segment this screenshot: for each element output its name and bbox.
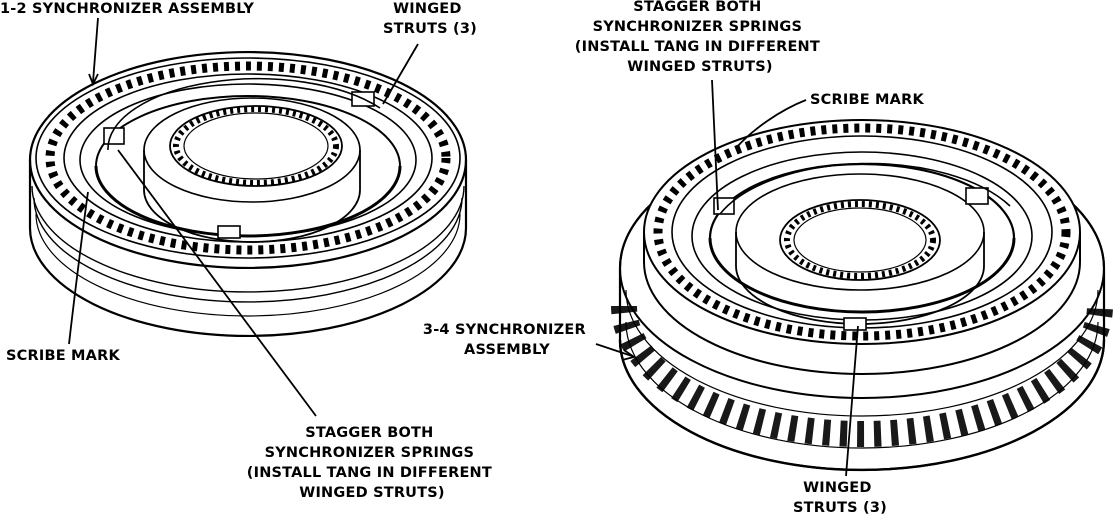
right-spring: [719, 162, 1011, 215]
right-winged-struts: [713, 187, 989, 331]
leader-right-scribe: [735, 99, 807, 149]
label-left-scribe-mark: SCRIBE MARK: [6, 348, 120, 364]
label-34-synchronizer-assembly: 3-4 SYNCHRONIZER ASSEMBLY: [423, 322, 591, 358]
label-right-winged-struts: WINGED STRUTS (3): [793, 480, 887, 516]
label-right-stagger-note: STAGGER BOTH SYNCHRONIZER SPRINGS (INSTA…: [575, 0, 825, 75]
leader-right-struts: [845, 325, 859, 477]
arrow-left-title: [88, 73, 99, 87]
left-spring: [107, 77, 381, 151]
left-hub: [79, 83, 417, 243]
leader-lines: [68, 17, 859, 477]
label-left-stagger-note: STAGGER BOTH SYNCHRONIZER SPRINGS (INSTA…: [247, 425, 497, 501]
arrow-right-title: [621, 349, 637, 361]
left-synchronizer-illustration: [28, 50, 468, 338]
label-right-scribe-mark: SCRIBE MARK: [810, 92, 924, 108]
leader-left-stagger: [117, 149, 317, 417]
labels: 1-2 SYNCHRONIZER ASSEMBLY WINGED STRUTS …: [0, 0, 924, 516]
label-12-synchronizer-assembly: 1-2 SYNCHRONIZER ASSEMBLY: [0, 1, 254, 17]
right-synchronizer-illustration: [611, 119, 1113, 472]
leader-left-struts: [382, 43, 419, 105]
left-sleeve: [28, 50, 468, 338]
label-left-winged-struts: WINGED STRUTS (3): [383, 1, 477, 37]
leader-right-stagger: [711, 79, 719, 211]
leader-left-scribe: [68, 191, 89, 345]
leader-right-title: [595, 343, 633, 357]
leader-left-title: [92, 17, 99, 83]
